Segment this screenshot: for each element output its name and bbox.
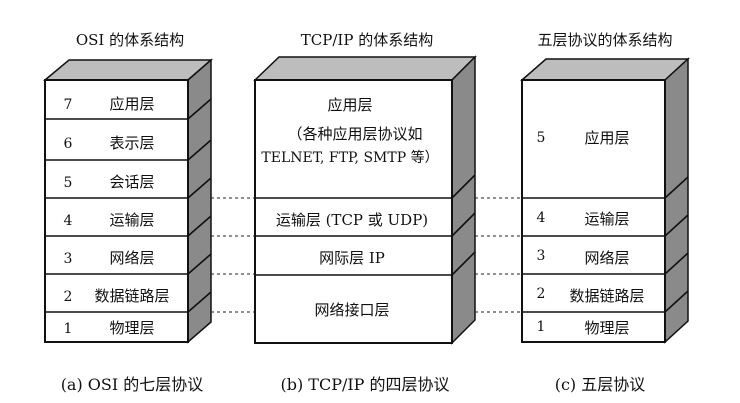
tcpip-side-separator	[451, 212, 476, 237]
five-layer-5-number: 5	[537, 130, 546, 146]
five-layer-caption: (c) 五层协议	[555, 375, 646, 394]
tcpip-internet-label: 网际层 IP	[319, 249, 385, 267]
osi-layer-4-name: 运输层	[109, 211, 154, 229]
tcpip-caption: (b) TCP/IP 的四层协议	[280, 375, 449, 394]
tcpip-side-separator	[451, 251, 476, 276]
five-side-separator	[664, 214, 689, 237]
osi-layer-3-number: 3	[64, 251, 73, 267]
tcpip-side-face	[451, 55, 476, 345]
five-layer-2-name: 数据链路层	[569, 287, 644, 305]
five-layer-3-name: 网络层	[584, 249, 629, 267]
osi-layer-6-name: 表示层	[109, 134, 154, 152]
osi-side-separator	[187, 139, 212, 161]
osi-layer-4-number: 4	[64, 213, 73, 229]
tcpip-application-line1: （各种应用层协议如	[287, 125, 422, 143]
five-layer-4-number: 4	[537, 210, 546, 226]
osi-layer-7-name: 应用层	[109, 95, 154, 113]
correspondence-lines	[211, 197, 522, 313]
tcpip-front-face	[254, 79, 453, 344]
osi-caption: (a) OSI 的七层协议	[61, 375, 204, 394]
osi-layer-1-number: 1	[64, 321, 73, 337]
tcpip-top-face	[253, 56, 477, 81]
five-layer-4-name: 运输层	[584, 210, 629, 228]
osi-top-face	[42, 59, 214, 81]
tcpip-application-line2: TELNET, FTP, SMTP 等）	[261, 149, 438, 166]
five-layer-stack: 5 应用层 4 运输层 3 网络层 2 数据链路层 1 物理层	[520, 57, 690, 344]
five-layer-2-number: 2	[537, 286, 546, 302]
osi-layer-2-number: 2	[64, 289, 73, 305]
osi-layer-3-name: 网络层	[109, 249, 154, 267]
five-top-face	[520, 58, 690, 81]
tcpip-stack: 应用层 （各种应用层协议如 TELNET, FTP, SMTP 等） 运输层 (…	[253, 55, 477, 345]
osi-stack: 7 应用层 6 表示层 5 会话层 4 运输层 3 网络层 2 数据链路层 1 …	[42, 58, 214, 344]
five-side-separator	[664, 290, 689, 313]
osi-front-face	[44, 79, 189, 343]
osi-side-separator	[187, 253, 212, 275]
tcpip-application-title: 应用层	[327, 96, 372, 114]
osi-layer-1-name: 物理层	[109, 319, 154, 337]
five-side-separator	[664, 252, 689, 275]
tcpip-side-separator	[451, 174, 476, 199]
five-layer-5-name: 应用层	[584, 129, 629, 147]
five-layer-1-name: 物理层	[584, 319, 629, 337]
osi-side-separator	[187, 177, 212, 199]
tcpip-network-interface-label: 网络接口层	[314, 301, 389, 319]
osi-layer-5-number: 5	[64, 175, 73, 191]
osi-side-separator	[187, 291, 212, 313]
osi-layer-7-number: 7	[64, 97, 73, 113]
five-layer-title: 五层协议的体系结构	[537, 31, 672, 49]
five-side-face	[664, 57, 689, 344]
tcpip-title: TCP/IP 的体系结构	[301, 31, 433, 49]
osi-layer-5-name: 会话层	[109, 173, 154, 191]
osi-title: OSI 的体系结构	[76, 31, 184, 49]
five-side-separator	[664, 176, 689, 199]
tcpip-transport-label: 运输层 (TCP 或 UDP)	[276, 211, 428, 229]
osi-side-separator	[187, 98, 212, 120]
five-front-face	[521, 79, 666, 343]
osi-side-separator	[187, 215, 212, 237]
five-layer-3-number: 3	[537, 248, 546, 264]
five-layer-1-number: 1	[537, 319, 546, 335]
osi-layer-6-number: 6	[64, 136, 73, 152]
osi-layer-2-name: 数据链路层	[94, 287, 169, 305]
